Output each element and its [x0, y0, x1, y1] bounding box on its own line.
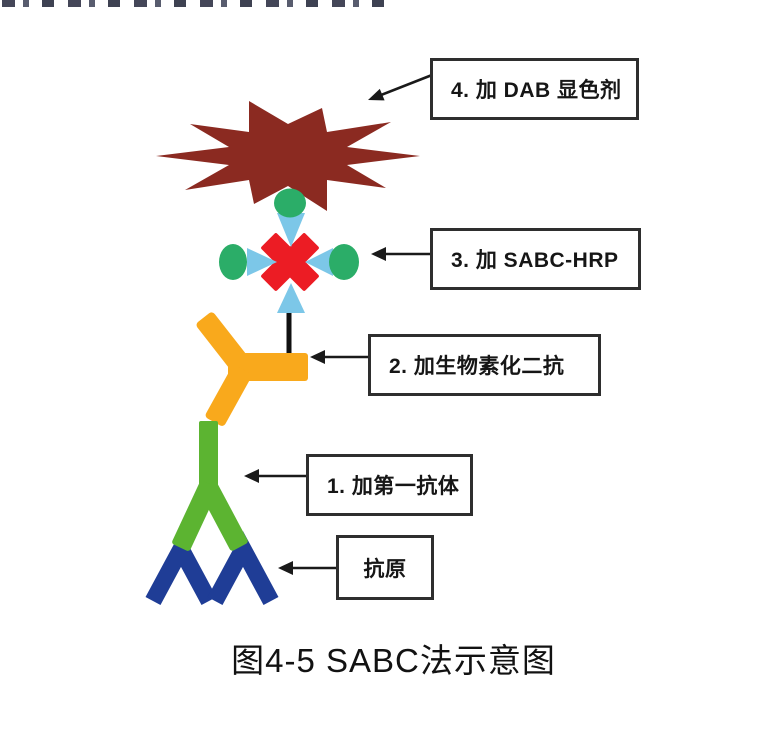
antigen-chevron-right [207, 531, 279, 606]
callout-biotin-secondary-label: 2. 加生物素化二抗 [389, 355, 565, 378]
callout-biotin-secondary: 2. 加生物素化二抗 [368, 334, 601, 396]
primary-antibody-arm-right [199, 481, 248, 551]
secondary-antibody-arm-lower [205, 365, 252, 426]
avidin-cross-bar [261, 233, 319, 291]
callout-dab-label: 4. 加 DAB 显色剂 [451, 79, 622, 102]
arrow-head-dab-icon [368, 88, 385, 101]
dab-burst-shape [156, 101, 420, 211]
primary-antibody-stem [199, 421, 218, 493]
callout-antigen-label: 抗原 [363, 557, 407, 581]
biotin-pointer-right-icon [305, 248, 333, 276]
arrow-head-biotin-icon [310, 350, 325, 364]
biotin-pointer-bottom-icon [277, 283, 305, 313]
arrow-head-primary-icon [244, 469, 259, 483]
arrow-head-antigen-icon [278, 561, 293, 575]
arrow-head-sabc-icon [371, 247, 386, 261]
biotin-pointer-top-icon [277, 213, 305, 247]
clipped-text-fragment [2, 0, 390, 7]
biotin-pointers [247, 213, 333, 313]
hrp-enzymes [219, 188, 359, 280]
callout-sabc-hrp: 3. 加 SABC-HRP [430, 228, 641, 290]
secondary-antibody [196, 312, 308, 426]
callout-antigen: 抗原 [336, 535, 434, 600]
hrp-enzyme-left [219, 244, 247, 280]
biotin-pointer-left-icon [247, 248, 277, 276]
hrp-enzyme-top [274, 188, 306, 218]
callout-sabc-hrp-label: 3. 加 SABC-HRP [451, 249, 619, 272]
biotin-linker-line [286, 300, 292, 360]
primary-antibody [172, 421, 248, 551]
callout-dab: 4. 加 DAB 显色剂 [430, 58, 639, 120]
arrow-line-dab [380, 73, 433, 97]
callout-primary-antibody-label: 1. 加第一抗体 [327, 475, 460, 498]
figure-caption: 图4-5 SABC法示意图 [231, 642, 556, 679]
antigen-chevron-left [145, 531, 217, 606]
avidin-cross [261, 233, 319, 291]
callout-primary-antibody: 1. 加第一抗体 [306, 454, 473, 516]
hrp-enzyme-right [329, 244, 359, 280]
callout-arrows [244, 73, 433, 575]
antigen-shapes [145, 531, 279, 606]
